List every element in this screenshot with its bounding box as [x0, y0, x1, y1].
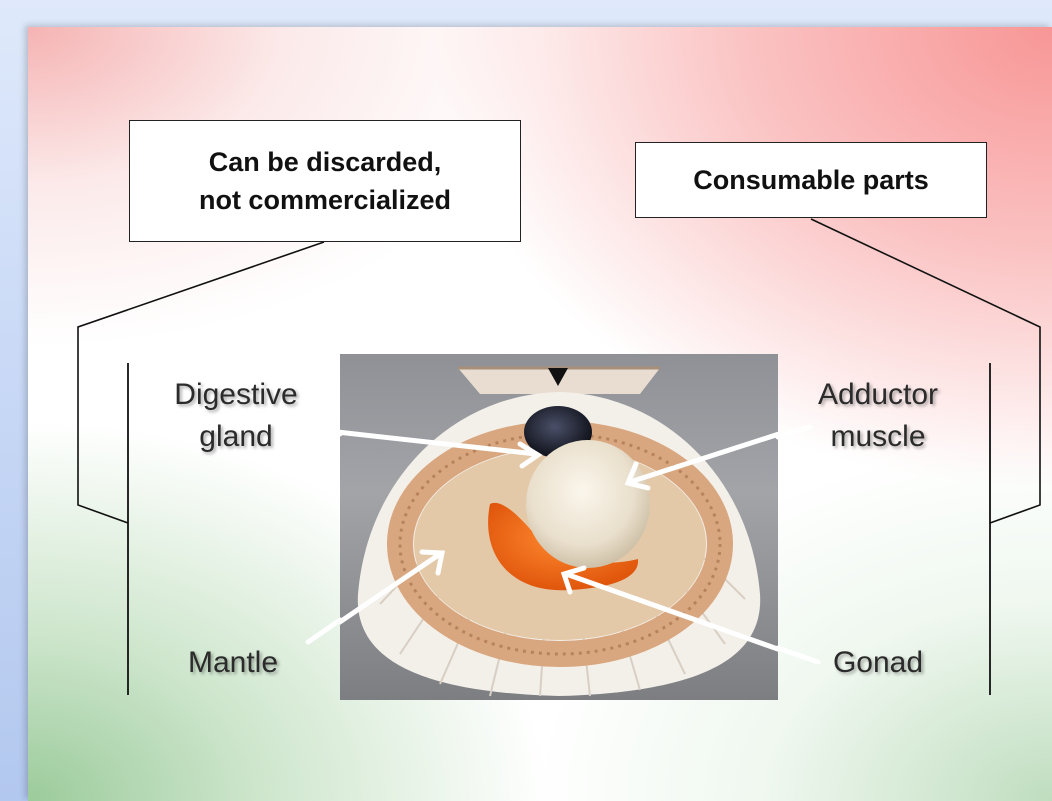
label-digestive-gland: Digestive gland [148, 374, 324, 458]
label-mantle: Mantle [168, 642, 298, 684]
slide: Can be discarded, not commercialized Con… [28, 27, 1052, 801]
label-adductor-muscle: Adductor muscle [798, 374, 958, 458]
label-gonad: Gonad [818, 642, 938, 684]
